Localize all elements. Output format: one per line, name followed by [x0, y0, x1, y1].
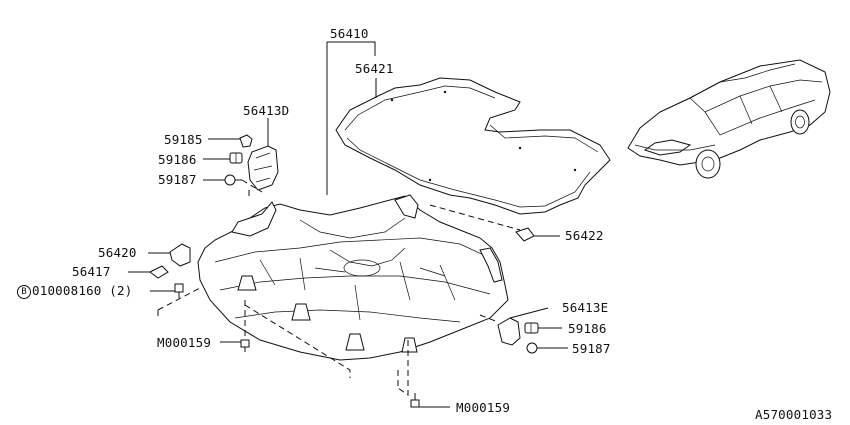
label-59186-left: 59186	[158, 152, 197, 167]
label-M000159-left: M000159	[157, 335, 212, 350]
label-56413D: 56413D	[243, 103, 290, 118]
bolt-59187-right	[526, 342, 544, 354]
label-56417: 56417	[72, 264, 111, 279]
label-59186-right: 59186	[568, 321, 607, 336]
grommet-59186-right	[524, 322, 539, 334]
main-under-cover-56410	[197, 194, 509, 361]
diagram-id: A570001033	[755, 407, 833, 422]
grommet-59186-left	[229, 152, 243, 164]
label-56422: 56422	[565, 228, 604, 243]
bolt-010008160	[174, 283, 184, 298]
label-59187-right: 59187	[572, 341, 611, 356]
bracket-56420	[169, 243, 191, 267]
label-59187-left: 59187	[158, 172, 197, 187]
label-M000159-bottom: M000159	[456, 400, 511, 415]
label-56420: 56420	[98, 245, 137, 260]
bolt-b-circle-icon: B	[17, 284, 31, 299]
leader-lines	[128, 41, 568, 408]
label-56421: 56421	[355, 61, 394, 76]
clip-59185	[239, 134, 253, 148]
label-56413E: 56413E	[562, 300, 609, 315]
bracket-56413D	[247, 145, 279, 191]
label-010008160-text: 010008160 (2)	[32, 283, 133, 298]
bolt-M000159-bottom	[410, 393, 420, 408]
bolt-59187-left	[224, 174, 242, 186]
bracket-56413E	[497, 317, 521, 346]
car-icon	[627, 59, 831, 179]
upper-cover-56421	[335, 77, 611, 215]
label-59185: 59185	[164, 132, 203, 147]
clip-56417	[149, 265, 169, 279]
label-56410: 56410	[330, 26, 369, 41]
bolt-M000159-left	[240, 339, 250, 352]
